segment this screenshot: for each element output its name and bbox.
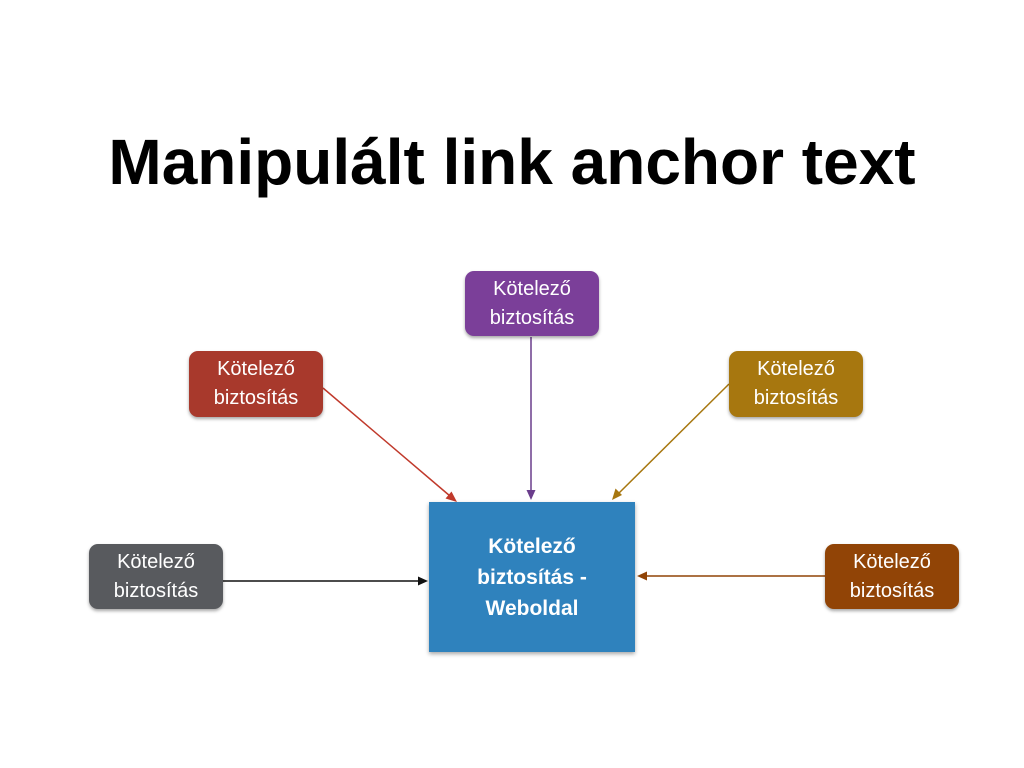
source-node-top: Kötelező biztosítás — [465, 271, 599, 336]
source-node-left-line-1: Kötelező — [117, 550, 195, 573]
source-node-upper-right-line-1: Kötelező — [757, 358, 835, 380]
target-line-1: Kötelező — [488, 534, 576, 558]
source-node-upper-right-line-2: biztosítás — [753, 387, 839, 409]
arrowhead-right — [637, 571, 647, 581]
source-node-top-line-2: biztosítás — [489, 306, 575, 329]
source-node-right-line-2: biztosítás — [849, 579, 935, 602]
source-node-top-line-1: Kötelező — [493, 277, 571, 300]
arrowhead-upper-right — [612, 488, 622, 500]
arrowhead-left — [418, 576, 428, 586]
source-node-upper-left-line-2: biztosítás — [213, 387, 299, 409]
source-node-upper-right: Kötelező biztosítás — [729, 351, 863, 417]
arrow-upper-right — [617, 383, 730, 495]
target-line-3: Weboldal — [485, 596, 579, 620]
source-node-right-line-1: Kötelező — [853, 550, 931, 573]
source-node-upper-left-line-1: Kötelező — [217, 358, 295, 380]
arrowhead-top — [526, 490, 536, 500]
source-node-upper-left: Kötelező biztosítás — [189, 351, 323, 417]
arrow-upper-left — [322, 387, 451, 497]
target-line-2: biztosítás - — [477, 565, 587, 589]
source-node-left-line-2: biztosítás — [113, 579, 199, 602]
source-node-right: Kötelező biztosítás — [825, 544, 959, 609]
arrowhead-upper-left — [445, 491, 457, 502]
slide-title: Manipulált link anchor text — [108, 126, 916, 198]
source-node-left: Kötelező biztosítás — [89, 544, 223, 609]
target-website-node: Kötelező biztosítás - Weboldal — [429, 502, 635, 652]
